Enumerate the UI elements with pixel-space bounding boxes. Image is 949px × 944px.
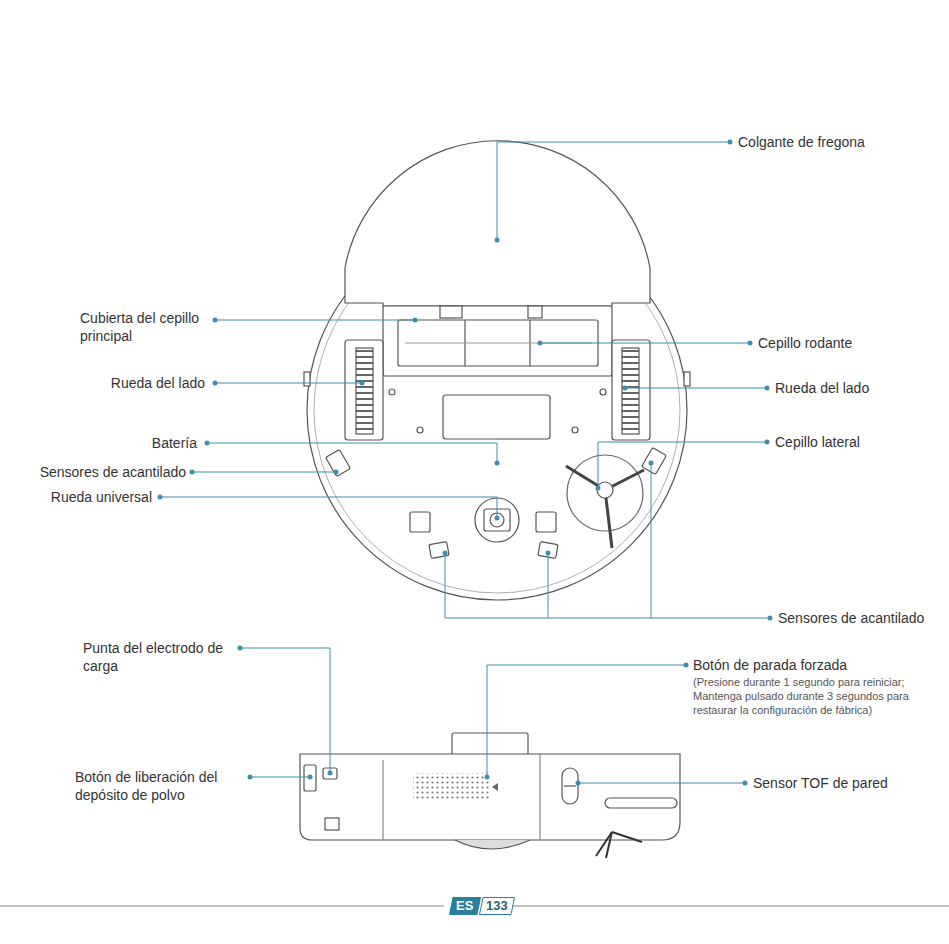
page-number-box: 133 (479, 897, 515, 915)
part-label: Botón de parada forzada (693, 656, 847, 674)
part-label: Rueda del lado (775, 379, 869, 397)
part-label: Punta del electrodo de carga (83, 639, 233, 675)
leader-lines (160, 142, 770, 783)
part-label: Colgante de fregona (738, 133, 865, 151)
part-label: Batería (152, 434, 197, 452)
part-label: Sensores de acantilado (778, 609, 924, 627)
language-code: ES (449, 897, 480, 915)
part-label: Cepillo lateral (775, 433, 860, 451)
page-number: 133 (479, 897, 515, 915)
badge-shape (480, 898, 515, 915)
part-label: Sensor TOF de pared (753, 774, 888, 792)
side-view (300, 733, 680, 858)
part-label: Rueda del lado (111, 374, 205, 392)
part-label: Cepillo rodante (758, 334, 852, 352)
part-label: Rueda universal (51, 488, 152, 506)
part-label: Botón de liberación del depósito de polv… (75, 768, 240, 804)
badge-shape (450, 898, 481, 915)
leader-dots (158, 140, 773, 786)
part-label: Cubierta del cepillo principal (80, 309, 215, 345)
note-text: (Presione durante 1 segundo para reinici… (693, 675, 941, 717)
language-badge: ES (449, 897, 480, 915)
part-label: Sensores de acantilado (40, 463, 186, 481)
